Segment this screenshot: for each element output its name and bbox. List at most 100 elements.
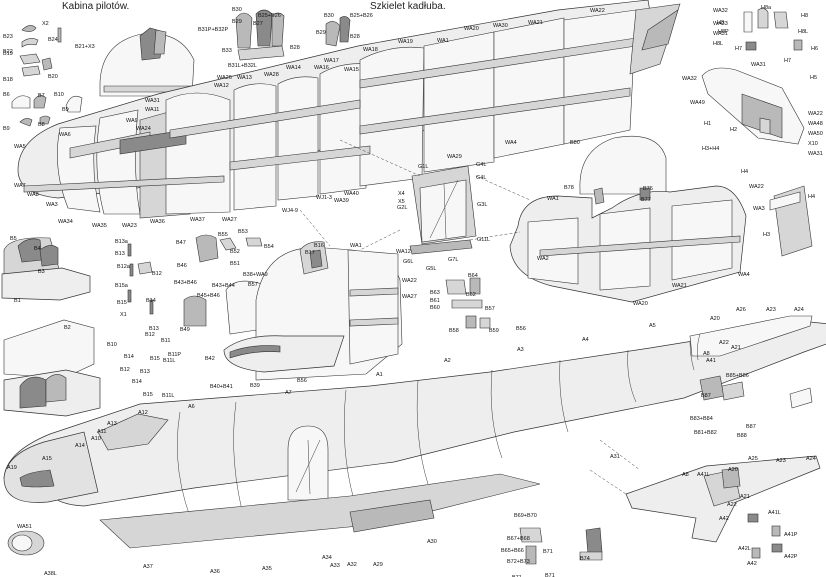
- part-label: WA4: [505, 140, 517, 146]
- part-label: A34: [322, 555, 332, 561]
- part-label: B71: [512, 575, 522, 577]
- part-label: B49: [180, 327, 190, 333]
- part-label: B57: [248, 282, 258, 288]
- part-label: A13: [107, 421, 117, 427]
- part-label: B12: [152, 271, 162, 277]
- part-label: A41L: [697, 472, 710, 478]
- part-label: B5: [10, 236, 17, 242]
- part-label: B42: [205, 356, 215, 362]
- part-label: WA40: [344, 191, 359, 197]
- part-label: A42: [719, 516, 729, 522]
- part-label: G6L: [403, 259, 413, 265]
- part-label: WA48: [808, 121, 823, 127]
- part-label: WA36: [150, 219, 165, 225]
- part-label: A2: [444, 358, 451, 364]
- part-label: WA4: [738, 272, 750, 278]
- part-label: WA1: [350, 243, 362, 249]
- part-label: H3+H4: [702, 146, 719, 152]
- part-label: A4: [582, 337, 589, 343]
- part-label: B15a: [115, 283, 129, 289]
- part-label: WJ4-9: [282, 208, 298, 214]
- part-label: WJ1-3: [316, 195, 332, 201]
- part-label: A37: [143, 564, 153, 570]
- part-label: WA29: [447, 154, 462, 160]
- part-label: WA51: [17, 524, 32, 530]
- part-label: A42: [747, 561, 757, 567]
- part-label: B29: [316, 30, 326, 36]
- part-label: G11L: [477, 237, 490, 243]
- part-label: A22: [727, 502, 737, 508]
- nose-cabin-section: [223, 241, 403, 381]
- part-label: WA50: [808, 131, 823, 137]
- part-label: A41L: [768, 510, 781, 516]
- part-label: WA18: [363, 47, 378, 53]
- part-label: B47: [176, 240, 186, 246]
- part-label: B20: [48, 74, 58, 80]
- part-label: H8a: [761, 5, 772, 11]
- part-label: B45+B46: [197, 293, 220, 299]
- part-label: B27: [253, 21, 263, 27]
- part-label: WA14: [286, 65, 301, 71]
- part-label: WA12: [396, 249, 411, 255]
- part-label: B7: [38, 93, 45, 99]
- part-label: A21: [731, 345, 741, 351]
- part-label: B76: [643, 186, 653, 192]
- part-label: H8P: [718, 29, 729, 35]
- part-label: H8: [717, 20, 724, 26]
- part-label: B14: [146, 298, 156, 304]
- part-label: A19: [7, 465, 17, 471]
- part-label: G3L: [477, 202, 487, 208]
- part-label: B28: [290, 45, 300, 51]
- part-label: WA32: [682, 76, 697, 82]
- part-label: B1: [14, 298, 21, 304]
- part-label: H4: [808, 194, 815, 200]
- part-label: B88: [737, 433, 747, 439]
- part-label: G7L: [448, 257, 458, 263]
- part-label: H8L: [713, 41, 723, 47]
- part-label: B33: [222, 48, 232, 54]
- part-label: WA8: [27, 192, 39, 198]
- part-label: B43+B46: [174, 280, 197, 286]
- part-label: A22: [719, 340, 729, 346]
- part-label: A42P: [784, 554, 798, 560]
- part-label: WA19: [398, 39, 413, 45]
- part-label: B87: [746, 424, 756, 430]
- part-label: WA1: [437, 38, 449, 44]
- part-label: A24: [806, 456, 816, 462]
- part-label: WA35: [92, 223, 107, 229]
- part-label: WA3: [753, 206, 765, 212]
- part-label: B67+B68: [507, 536, 530, 542]
- part-label: A32: [347, 562, 357, 568]
- part-label: B11: [161, 338, 170, 344]
- part-label: B22: [3, 49, 13, 55]
- part-label: B83+B84: [690, 416, 713, 422]
- part-label: B18: [3, 77, 13, 83]
- part-label: B6: [3, 92, 10, 98]
- part-label: WA7: [14, 183, 26, 189]
- part-label: B17: [305, 250, 315, 256]
- part-label: WA22: [590, 8, 605, 14]
- part-label: WA21: [528, 20, 543, 26]
- part-label: B80: [570, 140, 580, 146]
- part-label: B54: [264, 244, 274, 250]
- part-label: B8: [38, 122, 45, 128]
- part-label: WA23: [122, 223, 137, 229]
- part-label: B61: [430, 298, 440, 304]
- part-label: B78: [564, 185, 574, 191]
- part-label: B29: [232, 19, 242, 25]
- part-label: B52: [230, 249, 240, 255]
- part-label: A1: [376, 372, 383, 378]
- part-label: B11L: [162, 393, 174, 399]
- fuselage-skeleton: [17, 0, 681, 219]
- part-label: WA49: [690, 100, 705, 106]
- part-label: A26: [736, 307, 746, 313]
- cabin-seats-bottom: [519, 375, 813, 565]
- part-label: B30: [232, 7, 242, 13]
- part-label: A11: [97, 429, 106, 435]
- tail-boom-bottom-right: [625, 455, 821, 559]
- part-label: A6: [188, 404, 195, 410]
- assembly-guide-lines: [299, 139, 641, 495]
- part-label: B25+B26: [350, 13, 373, 19]
- part-label: A25: [748, 456, 758, 462]
